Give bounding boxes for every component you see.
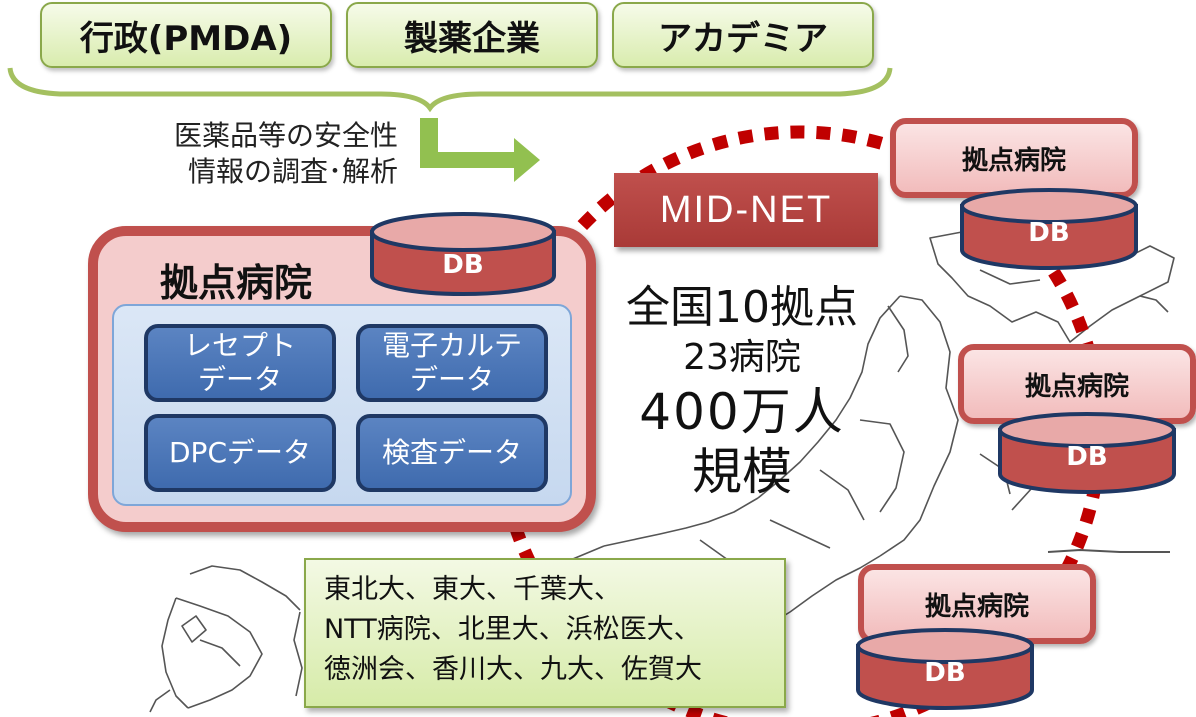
data-dpc: DPCデータ	[144, 414, 336, 492]
database-icon	[856, 628, 1034, 710]
data-ehr-label: 電子カルテ データ	[381, 329, 522, 396]
box-government: 行政(PMDA)	[40, 2, 332, 68]
main-hospital-db: DB	[368, 210, 558, 298]
database-icon	[960, 188, 1138, 270]
stats-line-2: 23病院	[683, 337, 801, 378]
main-hospital-db-label: DB	[442, 250, 484, 280]
box-academia: アカデミア	[612, 2, 874, 68]
data-lab: 検査データ	[356, 414, 548, 492]
participating-institutions: 東北大、東大、千葉大、 NTT病院、北里大、浜松医大、 徳洲会、香川大、九大、佐…	[304, 558, 786, 708]
satellite-hospital-1-label: 拠点病院	[961, 145, 1066, 176]
institutions-line-3: 徳洲会、香川大、九大、佐賀大	[324, 654, 702, 685]
satellite-hospital-1: 拠点病院	[890, 118, 1138, 198]
data-lab-label: 検査データ	[381, 436, 522, 469]
box-pharma-label: 製薬企業	[404, 18, 540, 59]
institutions-line-1: 東北大、東大、千葉大、	[324, 574, 621, 605]
box-academia-label: アカデミア	[658, 18, 828, 59]
satellite-hospital-2-db-label: DB	[1066, 442, 1108, 472]
data-dpc-label: DPCデータ	[169, 436, 311, 469]
caption: 医薬品等の安全性 情報の調査･解析	[98, 118, 398, 190]
satellite-hospital-1-db: DB	[958, 186, 1140, 272]
brace	[7, 67, 893, 113]
database-icon	[370, 212, 556, 296]
box-pharma: 製薬企業	[346, 2, 598, 68]
arrow-right-icon	[420, 118, 540, 182]
satellite-hospital-3-db: DB	[854, 626, 1036, 712]
caption-line-1: 医薬品等の安全性	[173, 119, 398, 152]
caption-line-2: 情報の調査･解析	[187, 155, 398, 188]
satellite-hospital-3-label: 拠点病院	[924, 591, 1029, 622]
data-ehr: 電子カルテ データ	[356, 324, 548, 402]
network-stats: 全国10拠点 23病院 400万人 規模	[618, 282, 866, 502]
midnet-text: MID-NET	[659, 188, 833, 231]
satellite-hospital-1-db-label: DB	[1028, 218, 1070, 248]
stats-line-4: 規模	[692, 443, 792, 501]
stats-line-1: 全国10拠点	[626, 282, 858, 333]
satellite-hospital-2-label: 拠点病院	[1024, 371, 1129, 402]
midnet-label: MID-NET	[614, 173, 878, 247]
institutions-line-2: NTT病院、北里大、浜松医大、	[324, 614, 701, 645]
main-hospital-title: 拠点病院	[160, 261, 313, 305]
box-government-label: 行政(PMDA)	[79, 18, 293, 59]
data-receipt: レセプト データ	[144, 324, 336, 402]
satellite-hospital-2-db: DB	[996, 410, 1178, 496]
data-receipt-label: レセプト データ	[183, 329, 296, 396]
satellite-hospital-3-db-label: DB	[924, 658, 966, 688]
database-icon	[998, 412, 1176, 494]
stats-line-3: 400万人	[639, 383, 845, 441]
